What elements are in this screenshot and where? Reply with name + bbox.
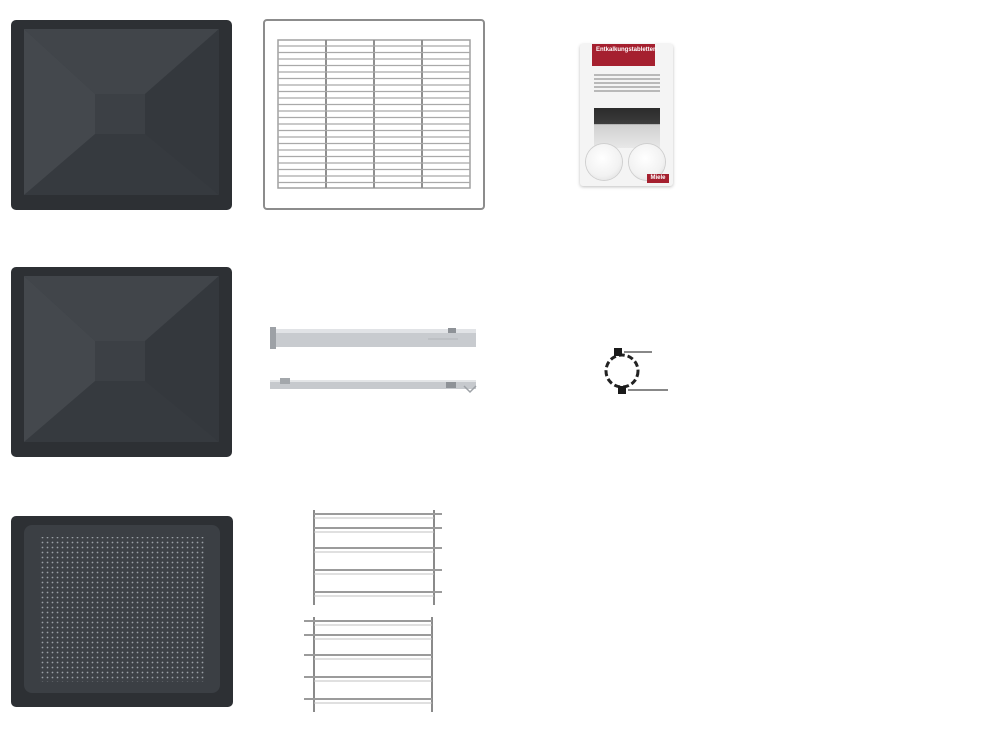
- telescopic-runner-top: [268, 325, 480, 353]
- brand-logo: Miele: [647, 174, 669, 183]
- perforated-baking-tray: [10, 515, 234, 708]
- food-probe: [600, 345, 672, 397]
- wire-rack: [262, 18, 486, 211]
- telescopic-runner-bottom: [268, 376, 480, 396]
- package-text-lines: [594, 72, 660, 94]
- baking-tray-2: [10, 266, 233, 458]
- package-title: Entkalkungstabletten: [592, 44, 657, 66]
- side-rack-top: [308, 508, 446, 608]
- side-rack-bottom: [302, 615, 440, 715]
- package-photo: [594, 108, 660, 148]
- tablet-left: [586, 144, 622, 180]
- baking-tray-1: [10, 19, 233, 211]
- descaling-tablets-package: Entkalkungstabletten Miele: [580, 44, 673, 186]
